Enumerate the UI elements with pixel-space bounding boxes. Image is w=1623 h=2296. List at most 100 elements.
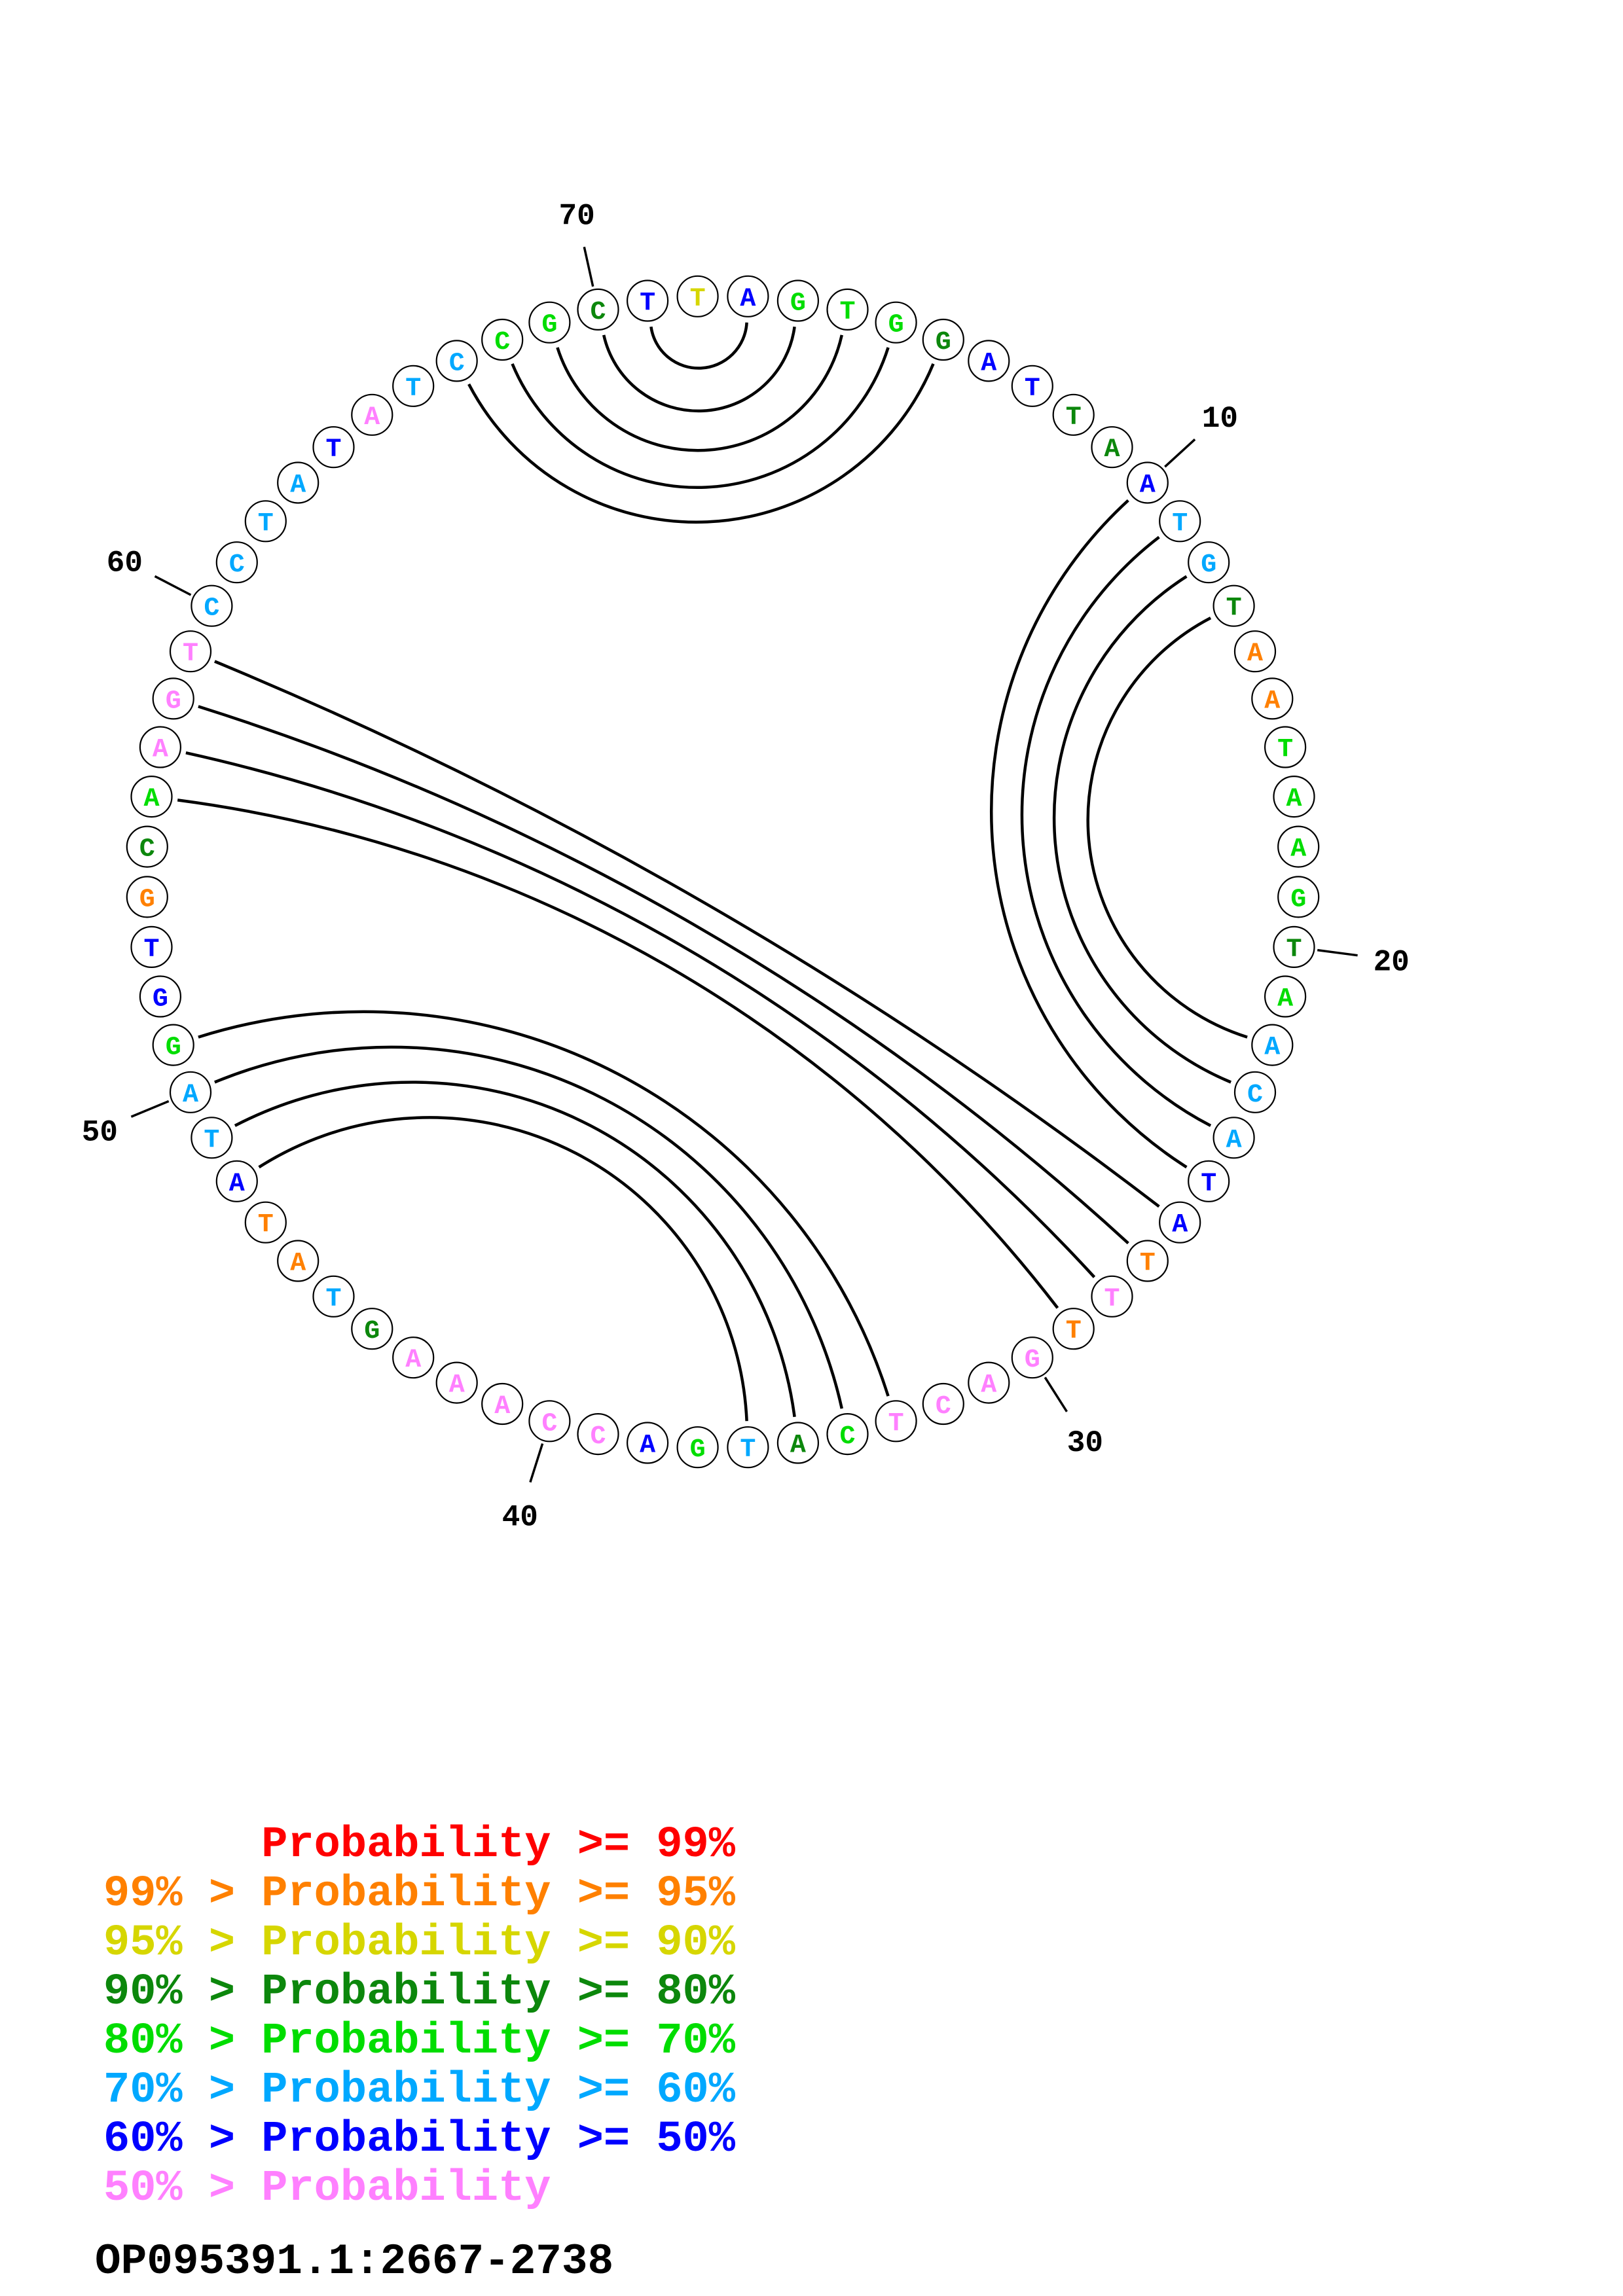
nucleotide: T bbox=[1213, 584, 1255, 627]
nucleotide-letter: A bbox=[494, 1392, 510, 1422]
nucleotide: G bbox=[1277, 876, 1320, 918]
nucleotide-letter: T bbox=[183, 639, 198, 669]
nucleotide-circle bbox=[392, 1336, 435, 1379]
nucleotide-circle bbox=[215, 1160, 258, 1202]
nucleotide-letter: A bbox=[790, 1431, 806, 1461]
nucleotide-circle bbox=[1159, 1201, 1201, 1244]
nucleotide-circle bbox=[922, 318, 964, 361]
nucleotide-circle bbox=[392, 365, 435, 407]
nucleotide-circle bbox=[577, 1413, 619, 1456]
nucleotide: A bbox=[727, 275, 769, 317]
nucleotide-circle bbox=[1126, 1240, 1169, 1282]
legend-line: 70% > Probability >= 60% bbox=[103, 2066, 735, 2115]
position-label: 70 bbox=[558, 200, 594, 234]
nucleotide-letter: T bbox=[1226, 594, 1242, 624]
nucleotide: C bbox=[215, 541, 258, 584]
nucleotide-circle bbox=[1264, 726, 1307, 768]
nucleotide: G bbox=[1188, 541, 1230, 584]
nucleotide: G bbox=[875, 301, 917, 344]
nucleotide-circle bbox=[1277, 825, 1320, 868]
nucleotide: T bbox=[191, 1117, 233, 1159]
nucleotide-circle bbox=[1277, 876, 1320, 918]
nucleotide-circle bbox=[1091, 426, 1133, 469]
nucleotide-circle bbox=[312, 1275, 355, 1318]
position-tick bbox=[529, 1443, 544, 1483]
nucleotide-letter: C bbox=[1247, 1081, 1263, 1110]
nucleotide: G bbox=[126, 876, 168, 918]
nucleotide-circle bbox=[875, 1400, 917, 1443]
nucleotide: A bbox=[1213, 1117, 1255, 1159]
nucleotide-letter: C bbox=[590, 298, 606, 327]
nucleotide-circle bbox=[130, 775, 173, 818]
nucleotide: T bbox=[1052, 393, 1095, 436]
nucleotide-letter: T bbox=[740, 1435, 756, 1465]
nucleotide-letter: A bbox=[1277, 985, 1293, 1014]
position-tick bbox=[154, 575, 192, 596]
nucleotide-circle bbox=[277, 1240, 319, 1282]
nucleotide: G bbox=[351, 1308, 393, 1350]
nucleotide-letter: T bbox=[1066, 403, 1082, 433]
nucleotide-letter: T bbox=[1172, 509, 1188, 539]
nucleotide-letter: G bbox=[690, 1435, 706, 1465]
nucleotide-letter: G bbox=[153, 985, 168, 1014]
nucleotide-letter: A bbox=[153, 736, 168, 765]
nucleotide: A bbox=[130, 775, 173, 818]
nucleotide: G bbox=[139, 975, 181, 1018]
nucleotide-letter: A bbox=[364, 403, 380, 433]
nucleotide-letter: G bbox=[541, 311, 557, 340]
nucleotide: A bbox=[1264, 975, 1307, 1018]
position-tick bbox=[583, 246, 594, 287]
basepair-arc bbox=[198, 705, 1129, 1245]
nucleotide-letter: C bbox=[936, 1392, 951, 1422]
position-label: 30 bbox=[1067, 1426, 1103, 1460]
nucleotide-circle bbox=[1213, 1117, 1255, 1159]
basepair-arc bbox=[602, 326, 796, 413]
basepair-arc bbox=[990, 499, 1188, 1169]
nucleotide: T bbox=[1091, 1275, 1133, 1318]
legend-line: 60% > Probability >= 50% bbox=[103, 2115, 735, 2164]
basepair-arc bbox=[1052, 575, 1231, 1084]
nucleotide-circle bbox=[435, 340, 478, 382]
nucleotide-circle bbox=[191, 1117, 233, 1159]
nucleotide: T bbox=[1273, 925, 1315, 969]
nucleotide-circle bbox=[244, 500, 287, 543]
nucleotide-letter: G bbox=[936, 328, 951, 357]
nucleotide: G bbox=[152, 677, 194, 720]
nucleotide: A bbox=[139, 726, 181, 768]
nucleotide-letter: G bbox=[364, 1317, 380, 1346]
nucleotide-circle bbox=[244, 1201, 287, 1244]
nucleotide-circle bbox=[351, 1308, 393, 1350]
nucleotide-circle bbox=[130, 925, 173, 969]
legend-line: 80% > Probability >= 70% bbox=[103, 2017, 735, 2066]
nucleotide-circle bbox=[1159, 500, 1201, 543]
nucleotide-letter: C bbox=[229, 550, 245, 580]
nucleotide-letter: T bbox=[1066, 1317, 1082, 1346]
nucleotide-circle bbox=[1264, 975, 1307, 1018]
nucleotide: A bbox=[1126, 461, 1169, 504]
nucleotide-letter: G bbox=[888, 311, 904, 340]
nucleotide: A bbox=[1273, 775, 1315, 818]
position-tick bbox=[130, 1100, 170, 1118]
nucleotide-letter: A bbox=[449, 1371, 465, 1401]
nucleotide: C bbox=[191, 584, 233, 627]
nucleotide-circle bbox=[626, 1422, 669, 1464]
nucleotide-letter: A bbox=[229, 1170, 245, 1199]
nucleotide: A bbox=[1091, 426, 1133, 469]
nucleotide-circle bbox=[139, 975, 181, 1018]
nucleotide: C bbox=[435, 340, 478, 382]
nucleotide: G bbox=[676, 1426, 719, 1469]
nucleotide: T bbox=[1264, 726, 1307, 768]
nucleotide-letter: A bbox=[183, 1081, 198, 1110]
nucleotide: A bbox=[277, 461, 319, 504]
nucleotide-circle bbox=[139, 726, 181, 768]
basepair-arc bbox=[467, 363, 935, 524]
nucleotide-letter: T bbox=[204, 1126, 219, 1155]
legend-line: Probability >= 99% bbox=[103, 1820, 735, 1870]
nucleotide-letter: C bbox=[139, 835, 155, 865]
nucleotide: T bbox=[676, 275, 719, 317]
nucleotide: T bbox=[826, 288, 869, 331]
basepair-arc bbox=[234, 1081, 796, 1418]
nucleotide-circle bbox=[312, 426, 355, 469]
basepair-arc bbox=[1020, 535, 1212, 1127]
